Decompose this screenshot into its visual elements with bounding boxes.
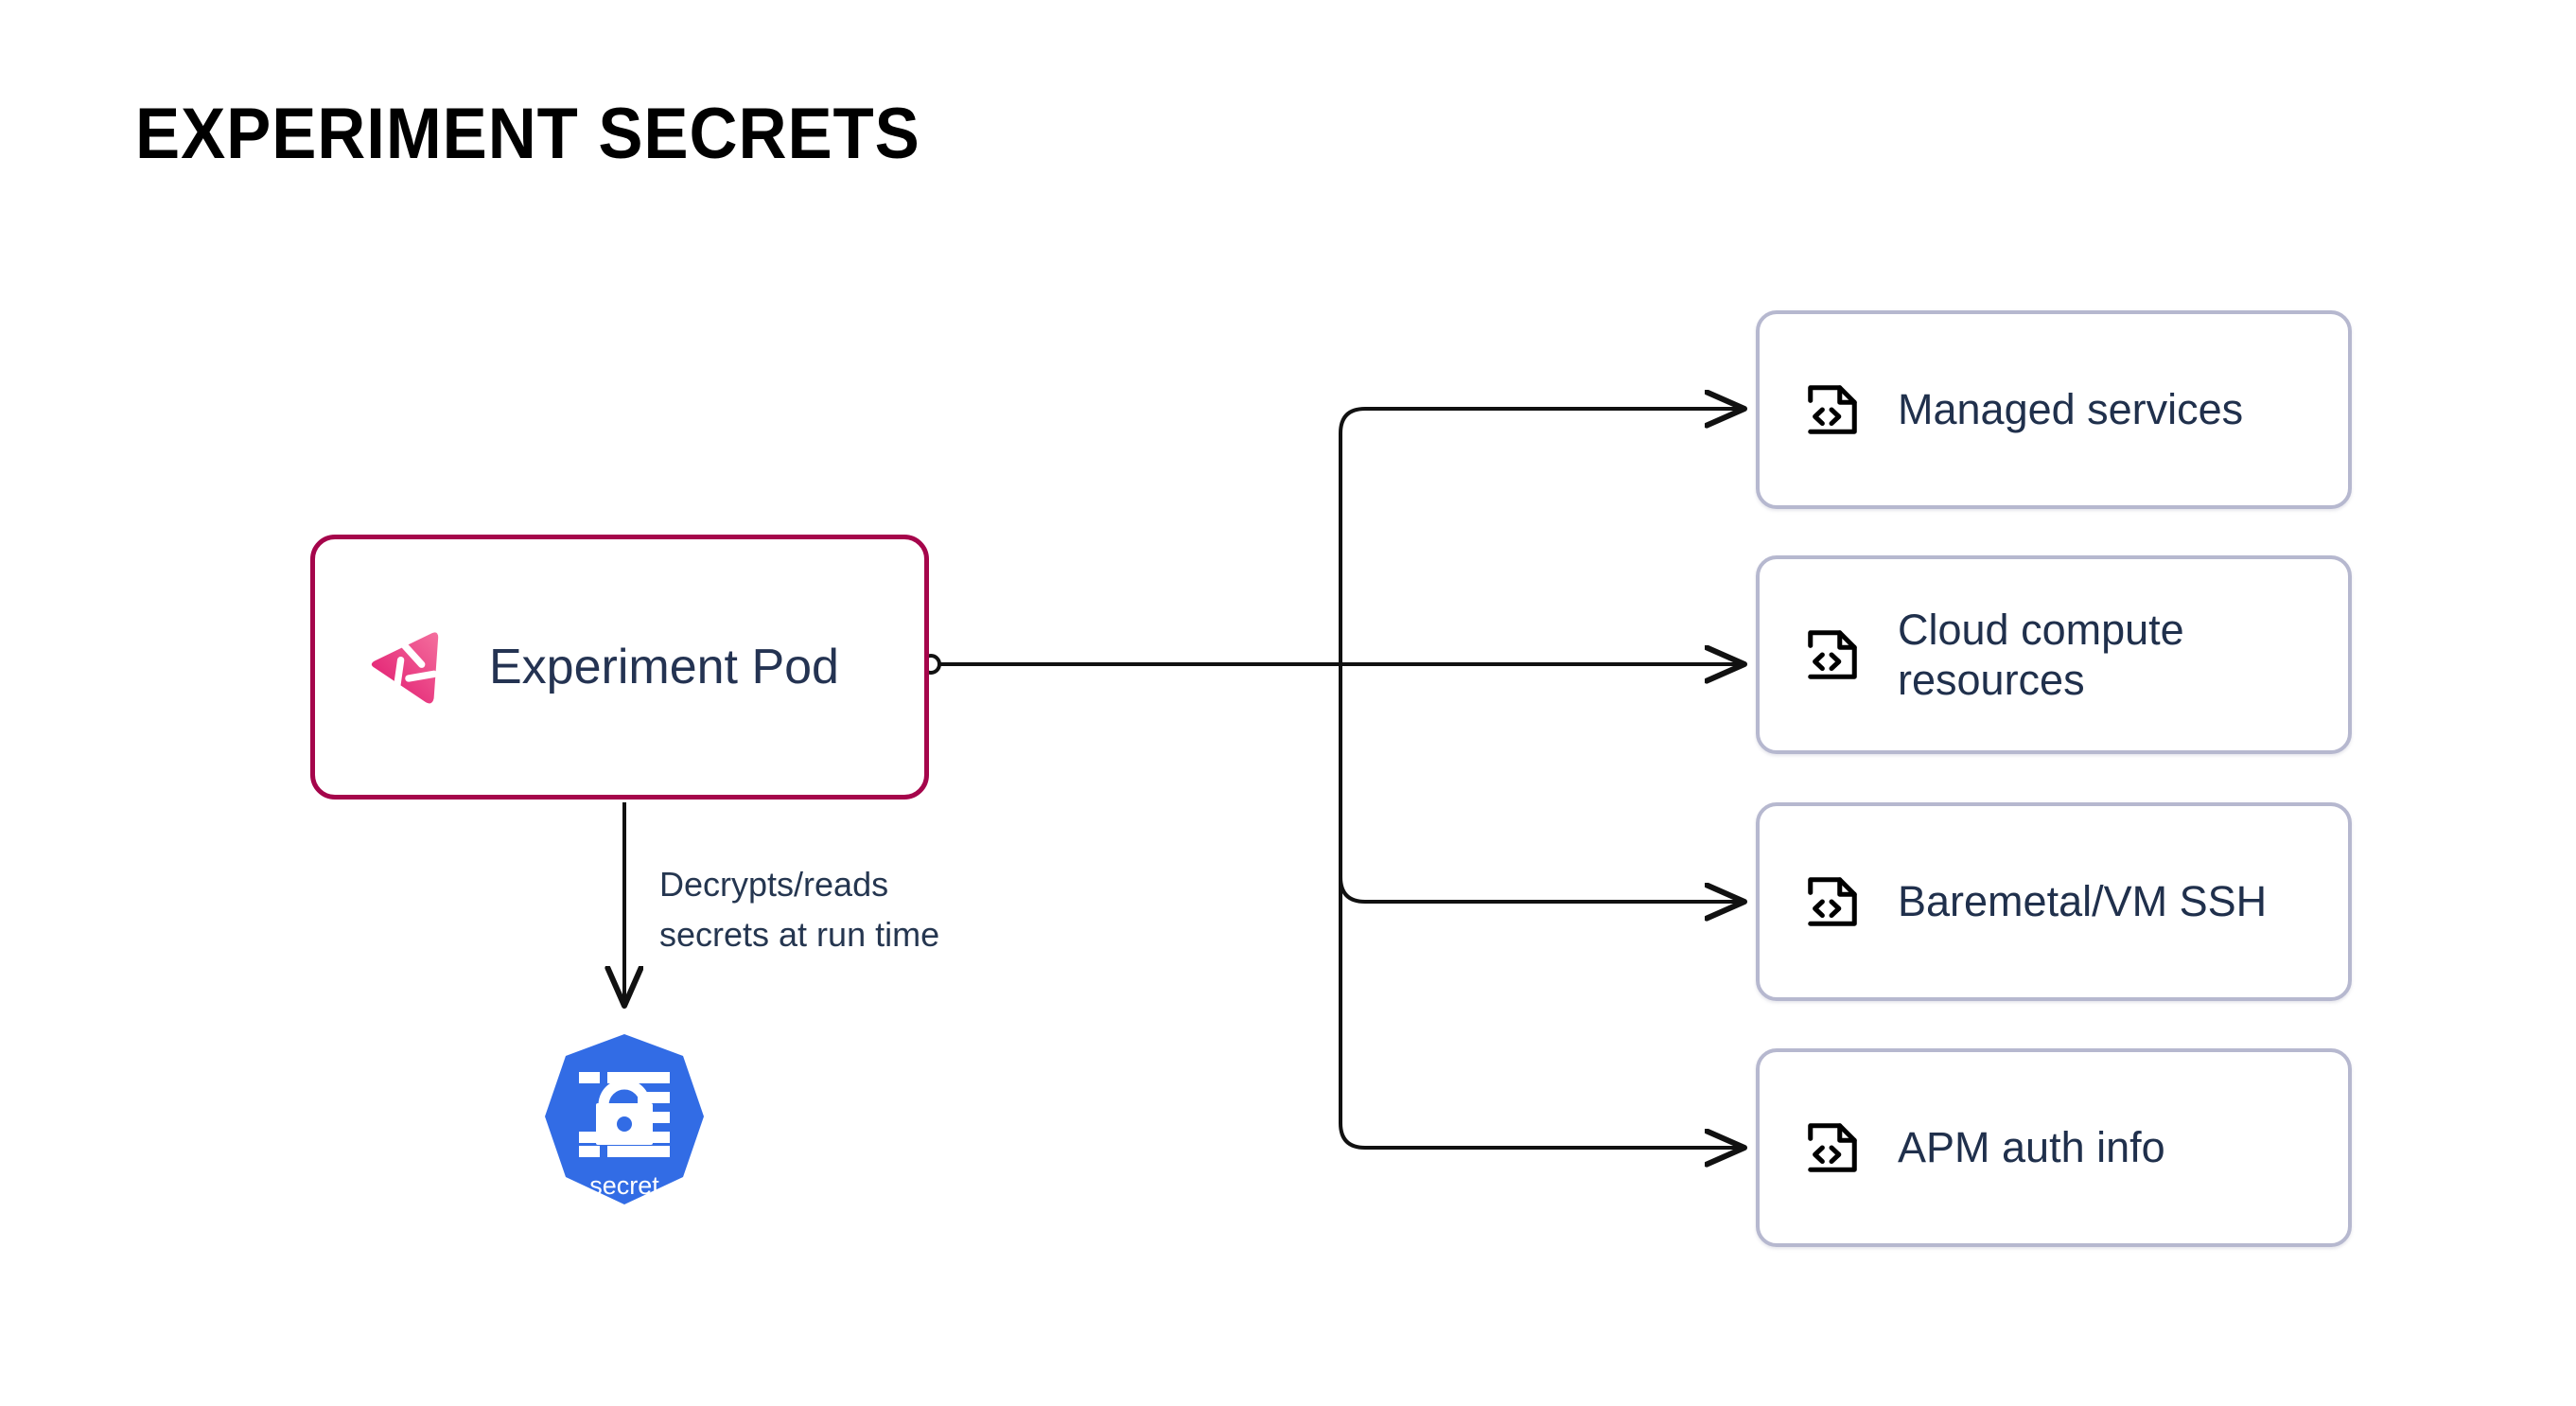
resource-card-apm-auth-info[interactable]: APM auth info bbox=[1756, 1048, 2352, 1247]
resource-card-label: Cloud compute resources bbox=[1898, 605, 2184, 704]
page-title: EXPERIMENT SECRETS bbox=[135, 94, 920, 174]
resource-card-cloud-compute-resources[interactable]: Cloud compute resources bbox=[1756, 555, 2352, 754]
secret-label: secret bbox=[589, 1171, 659, 1200]
resource-card-label: Managed services bbox=[1898, 385, 2244, 434]
litmus-chaos-logo-icon bbox=[371, 632, 439, 704]
code-file-icon bbox=[1808, 385, 1857, 434]
code-file-icon bbox=[1808, 877, 1857, 926]
code-file-icon bbox=[1808, 1123, 1857, 1172]
resource-card-label: Baremetal/VM SSH bbox=[1898, 877, 2268, 926]
experiment-pod-node[interactable]: Experiment Pod bbox=[310, 535, 929, 800]
resource-card-managed-services[interactable]: Managed services bbox=[1756, 310, 2352, 509]
resource-card-label: APM auth info bbox=[1898, 1123, 2165, 1172]
resource-card-baremetal-vm-ssh[interactable]: Baremetal/VM SSH bbox=[1756, 802, 2352, 1001]
experiment-pod-label: Experiment Pod bbox=[489, 640, 839, 694]
kubernetes-secret-node[interactable]: secret bbox=[539, 1031, 710, 1207]
kubernetes-secret-lock-icon: secret bbox=[545, 1034, 704, 1204]
code-file-icon bbox=[1808, 630, 1857, 679]
edge-label-decrypts-reads: Decrypts/reads secrets at run time bbox=[659, 865, 940, 955]
